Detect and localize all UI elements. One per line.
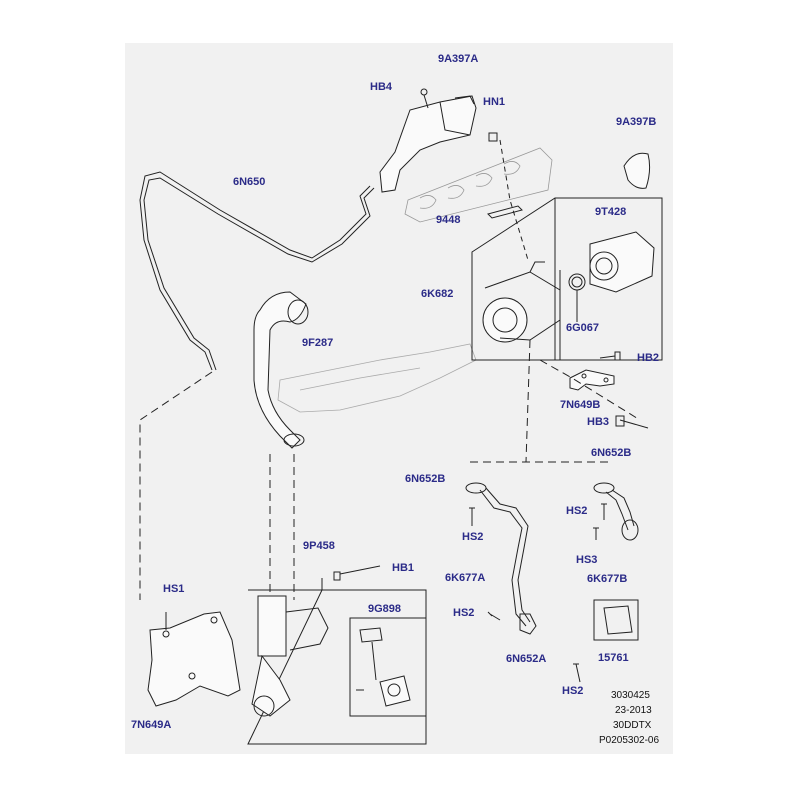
label-9A397B: 9A397B — [616, 116, 657, 128]
label-9448: 9448 — [436, 214, 461, 226]
egr-valve-9P458 — [247, 565, 427, 745]
dash-link-hn1 — [499, 139, 529, 261]
gasket-9448 — [487, 205, 523, 219]
label-6K677B: 6K677B — [587, 573, 628, 585]
label-HS1: HS1 — [163, 583, 185, 595]
label-9P458: 9P458 — [303, 540, 335, 552]
label-HB3: HB3 — [587, 416, 610, 428]
label-6N652A: 6N652A — [506, 653, 547, 665]
label-HS2-c: HS2 — [453, 607, 475, 619]
label-9F287: 9F287 — [302, 337, 334, 349]
actuator-9G898 — [349, 617, 427, 717]
heat-shield-9A397B — [623, 152, 651, 189]
footer-ref: P0205302-06 — [599, 735, 660, 746]
label-7N649A: 7N649A — [131, 719, 172, 731]
footer-code: 3030425 — [611, 690, 650, 701]
exhaust-manifold — [404, 147, 553, 223]
label-HS2-a: HS2 — [462, 531, 484, 543]
bolt-HB3 — [615, 415, 649, 429]
label-HB4: HB4 — [370, 81, 393, 93]
footer-date: 23-2013 — [615, 705, 652, 716]
coolant-pipe-6K677A — [465, 482, 537, 635]
label-6G067: 6G067 — [566, 322, 600, 334]
label-6K677A: 6K677A — [445, 572, 486, 584]
dashed-leaders — [139, 339, 641, 600]
hose-9F287 — [253, 291, 309, 449]
plate-15761 — [593, 599, 639, 641]
bracket-7N649B — [569, 369, 615, 391]
label-HS2-d: HS2 — [562, 685, 584, 697]
label-HB1: HB1 — [392, 562, 415, 574]
label-HS3: HS3 — [576, 554, 598, 566]
heat-shield-9A397A — [379, 88, 477, 193]
oil-feed-pipe-6N650 — [139, 171, 375, 371]
label-9A397A: 9A397A — [438, 53, 479, 65]
label-9G898: 9G898 — [368, 603, 402, 615]
label-HS2-b: HS2 — [566, 505, 588, 517]
label-15761: 15761 — [598, 652, 629, 664]
nut-HN1 — [488, 132, 498, 142]
label-HN1: HN1 — [483, 96, 506, 108]
coolant-pipe-6K677B — [593, 482, 639, 541]
label-9T428: 9T428 — [595, 206, 627, 218]
label-HB2: HB2 — [637, 352, 660, 364]
bolt-HB2 — [599, 351, 621, 361]
label-6N652B-left: 6N652B — [405, 473, 446, 485]
label-6N652B-right: 6N652B — [591, 447, 632, 459]
footer-engine: 30DDTX — [613, 720, 652, 731]
label-7N649B: 7N649B — [560, 399, 601, 411]
label-6K682: 6K682 — [421, 288, 454, 300]
bracket-7N649A — [147, 611, 241, 707]
downpipe-ghost — [277, 343, 477, 413]
bolts-HS2-HS3 — [469, 503, 607, 683]
turbo-6K682-group — [471, 197, 663, 361]
label-6N650: 6N650 — [233, 176, 266, 188]
